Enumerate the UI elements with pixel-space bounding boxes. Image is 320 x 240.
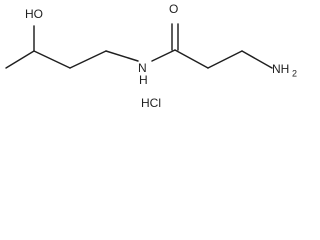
structure-canvas: HO O N H NH 2 HCl <box>0 0 305 113</box>
chemical-structure-diagram: HO O N H NH 2 HCl <box>5 2 297 110</box>
bond-nitrogen-carbonyl <box>151 49 176 62</box>
amine-subscript: 2 <box>292 68 297 78</box>
amide-hydrogen-label: H <box>139 73 148 87</box>
bond-c3-amine <box>241 50 273 69</box>
carbonyl-oxygen-label: O <box>169 2 178 16</box>
bond-methyl-c2 <box>5 50 35 69</box>
bond-c3-c4 <box>69 50 107 69</box>
hcl-label: HCl <box>141 96 161 110</box>
bond-c4-nitrogen <box>105 50 139 62</box>
bond-c2-c3-right <box>207 50 243 69</box>
amide-nitrogen-label: N <box>138 61 147 75</box>
bond-carbonyl-c2 <box>174 49 209 69</box>
amine-label: NH <box>272 62 289 76</box>
bond-c2-c3 <box>33 50 71 69</box>
hydroxyl-label: HO <box>25 7 43 21</box>
